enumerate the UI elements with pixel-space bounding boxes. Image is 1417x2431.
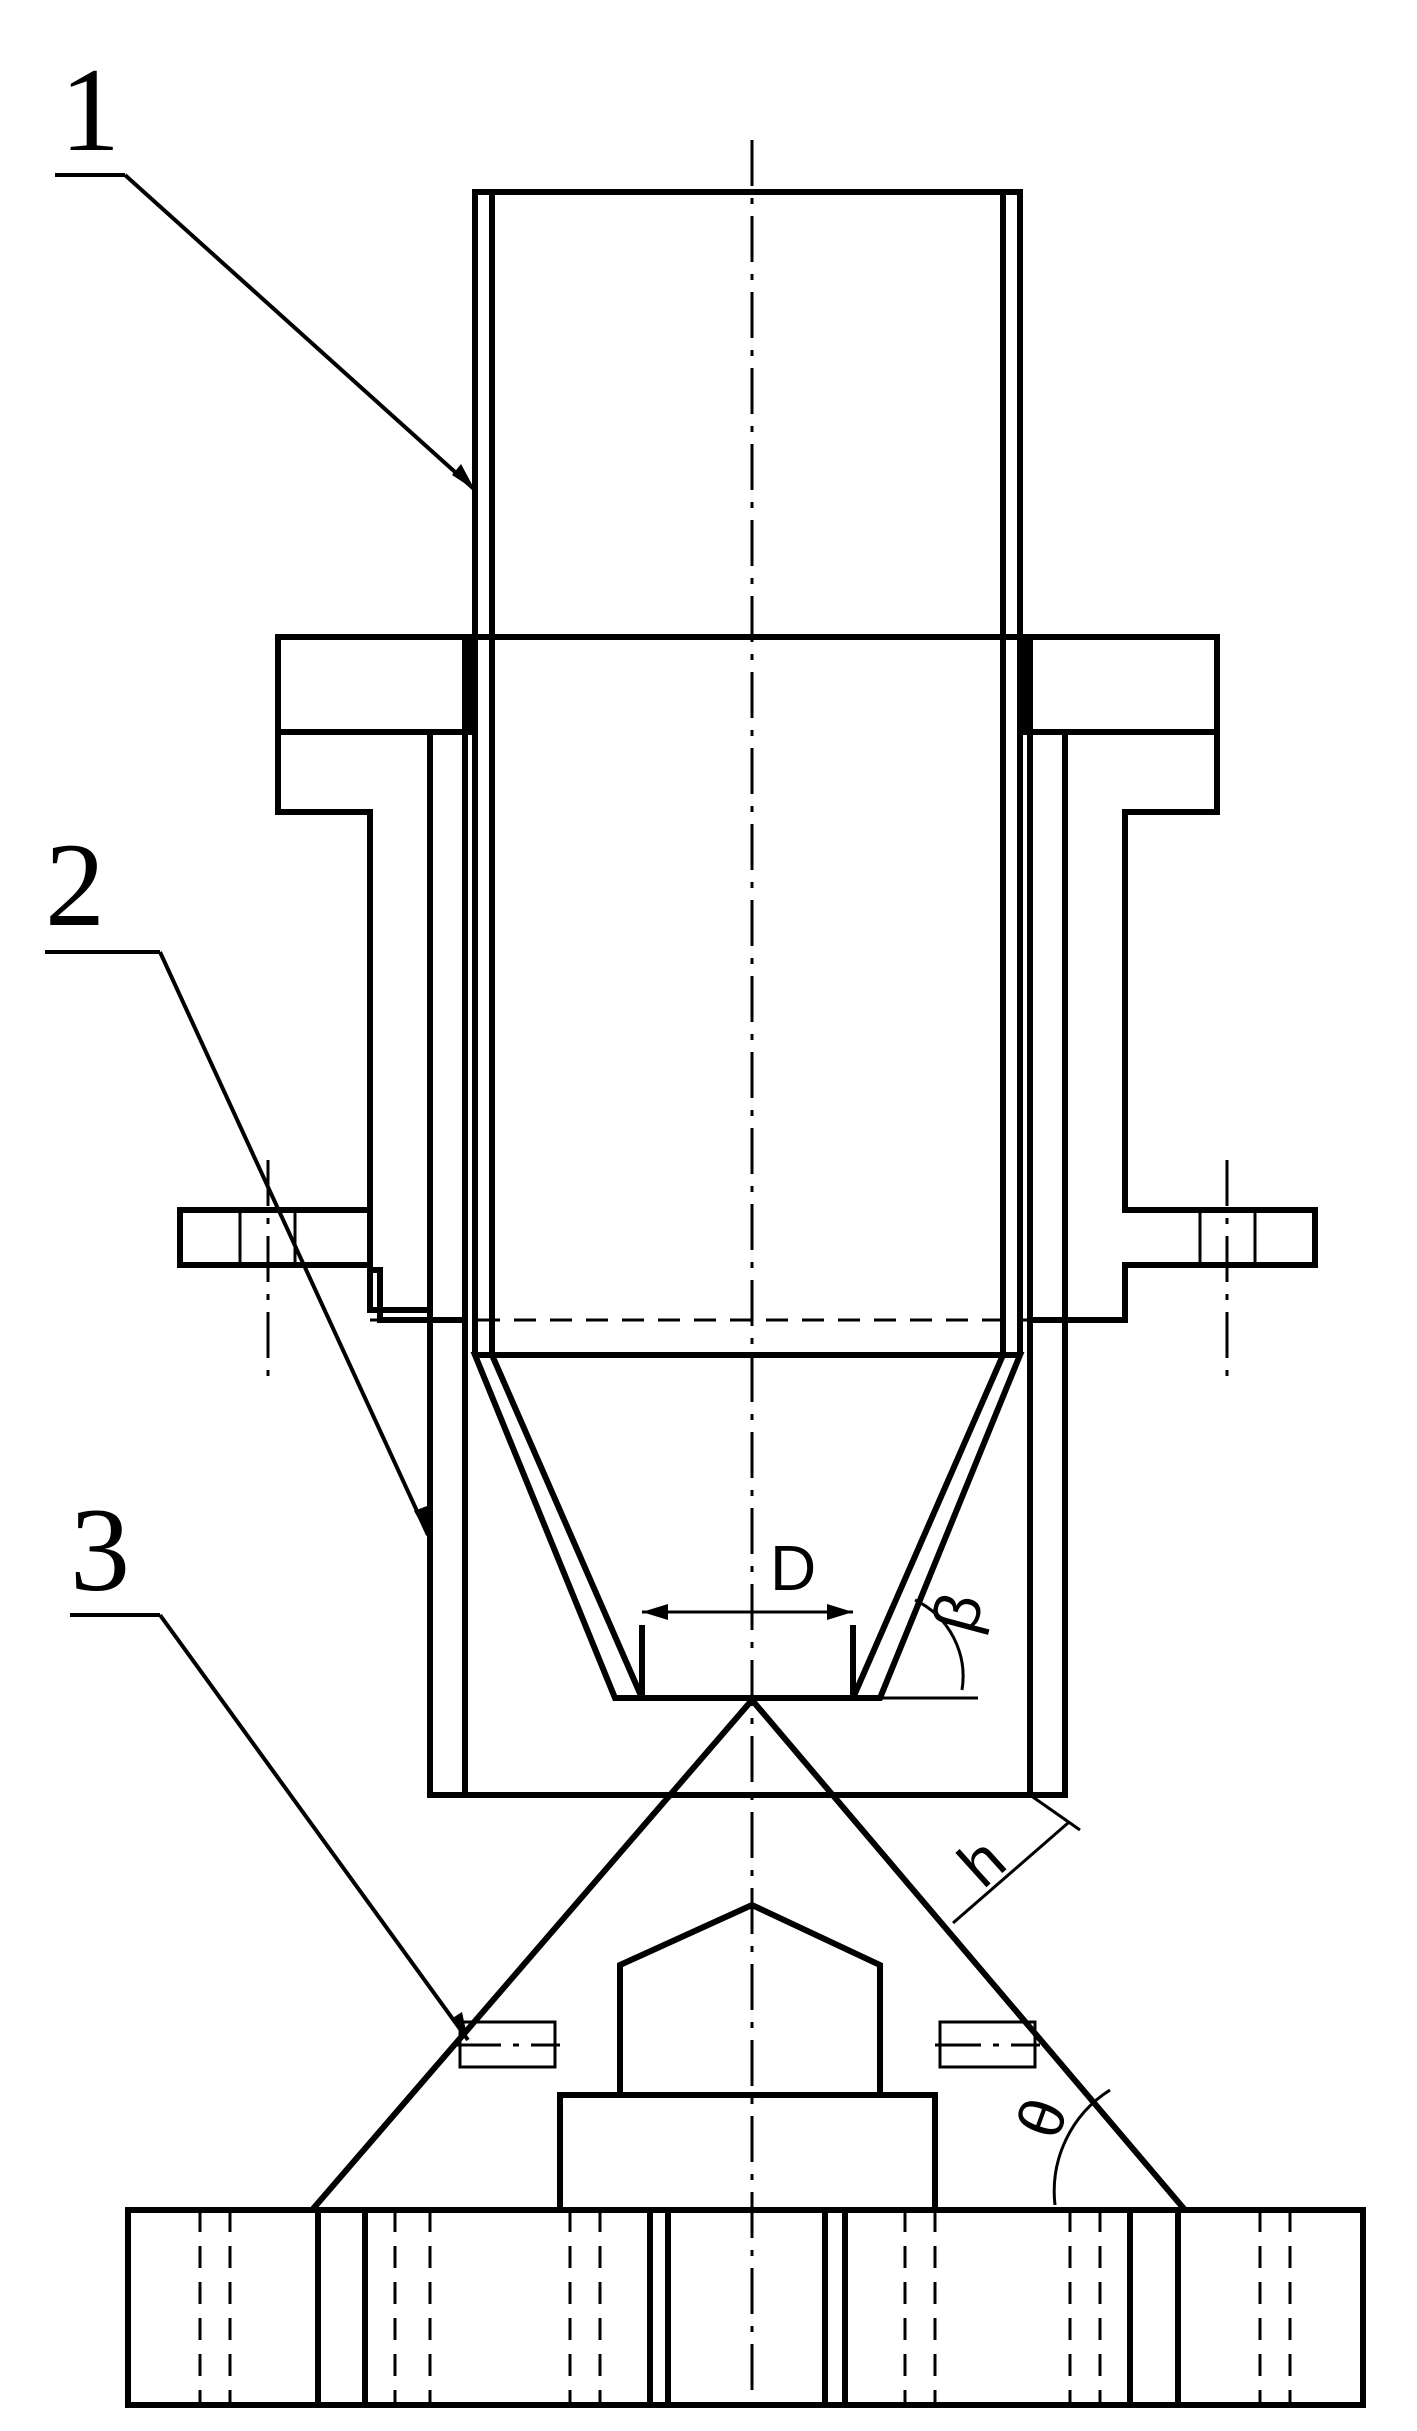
- dimension-h: h: [944, 1793, 1081, 1925]
- center-lines: [266, 140, 1229, 2420]
- angle-theta-label: θ: [1002, 2089, 1082, 2147]
- angle-beta-label: β: [918, 1585, 997, 1639]
- callout-3: 3: [70, 1483, 470, 2042]
- conical-nozzle: [470, 1352, 1025, 1701]
- dimension-d: D: [642, 1532, 853, 1620]
- housing-flange-left: [177, 634, 473, 1323]
- base-plate: [125, 2207, 1366, 2408]
- callout-2-label: 2: [45, 818, 105, 951]
- dimension-h-label: h: [944, 1823, 1019, 1900]
- callout-2: 2: [45, 818, 430, 1536]
- upper-tube: [472, 189, 1023, 640]
- bolt-holes: [238, 1208, 1257, 1267]
- callout-1-label: 1: [60, 43, 120, 176]
- dimension-d-label: D: [770, 1532, 816, 1604]
- callout-3-label: 3: [70, 1483, 130, 1616]
- inner-tube: [370, 637, 1125, 1355]
- lower-sleeve: [427, 637, 1068, 1798]
- deflector-cone: [305, 1695, 1192, 2213]
- housing-flange-right: [1022, 634, 1318, 1323]
- callout-1: 1: [55, 43, 477, 492]
